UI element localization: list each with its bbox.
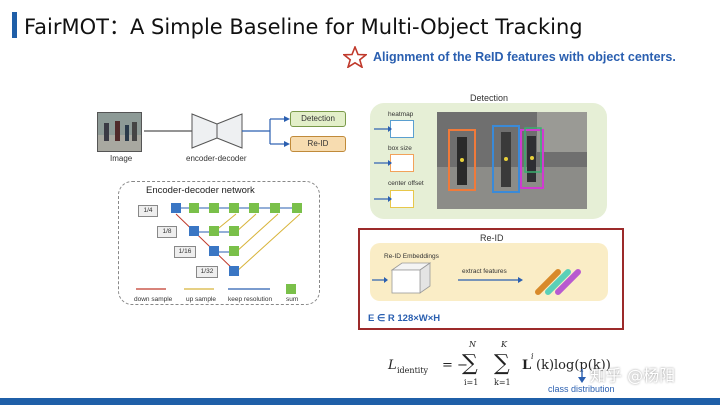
callout: Alignment of the ReID features with obje… [343, 46, 676, 68]
legend-down-sample: down sample [134, 296, 173, 303]
detection-box: Detection [290, 111, 346, 127]
sum1-sigma: ∑ [462, 351, 478, 376]
network-legend-marks [136, 284, 296, 294]
detection-head-arrows [374, 126, 392, 202]
sum1-top: N [469, 340, 476, 349]
star-icon [343, 46, 367, 68]
head-box-size-label: box size [388, 145, 412, 152]
legend-keep-resolution: keep resolution [228, 296, 273, 303]
formula-term-tail: (k)log(p(k)) [536, 358, 611, 373]
scale-1-16: 1/16 [174, 246, 196, 258]
class-distribution-arrow [578, 369, 586, 383]
encoder-decoder-network-panel [118, 181, 320, 305]
scale-1-32: 1/32 [196, 266, 218, 278]
head-box-size-box [390, 154, 414, 172]
encoder-decoder-label: encoder-decoder [186, 154, 247, 163]
formula-term: L [522, 358, 532, 373]
embedding-dims-label: E ∈ R 128×W×H [368, 313, 441, 324]
formula-equals: = − [442, 358, 468, 373]
sum1-bottom: i=1 [464, 378, 479, 387]
scale-1-4: 1/4 [138, 205, 158, 217]
title-accent-bar [12, 12, 17, 38]
extract-features-label: extract features [462, 268, 507, 275]
formula-lhs-sub: identity [397, 366, 429, 375]
network-diagram [171, 203, 302, 276]
bottom-accent-bar [0, 398, 720, 405]
slide-title: FairMOT：A Simple Baseline for Multi-Obje… [24, 15, 583, 39]
detection-result-image [437, 112, 587, 209]
reid-highlight-frame [358, 228, 624, 330]
reid-panel-title: Re-ID [480, 233, 504, 243]
encoder-decoder-shape [144, 113, 290, 149]
reid-diagram [372, 262, 581, 295]
callout-text: Alignment of the ReID features with obje… [373, 50, 676, 64]
sum2-bottom: k=1 [494, 378, 511, 387]
head-center-offset-label: center offset [388, 180, 424, 187]
reid-embeddings-label: Re-ID Embeddings [384, 253, 439, 260]
reid-box: Re-ID [290, 136, 346, 152]
legend-sum: sum [286, 296, 299, 303]
watermark: 知乎 @杨阳 [590, 366, 676, 385]
image-label: Image [110, 154, 133, 163]
input-image [97, 112, 142, 152]
sum2-top: K [501, 340, 507, 349]
head-center-offset-box [390, 190, 414, 208]
formula-term-sup: i [531, 352, 534, 361]
detection-panel-title: Detection [470, 93, 509, 103]
class-distribution-label: class distribution [548, 384, 615, 394]
head-heatmap-label: heatmap [388, 111, 414, 118]
sum2-sigma: ∑ [494, 351, 510, 376]
formula-lhs: L [388, 358, 397, 373]
network-title: Encoder-decoder network [146, 185, 255, 196]
head-heatmap-box [390, 120, 414, 138]
legend-up-sample: up sample [186, 296, 216, 303]
scale-1-8: 1/8 [157, 226, 177, 238]
